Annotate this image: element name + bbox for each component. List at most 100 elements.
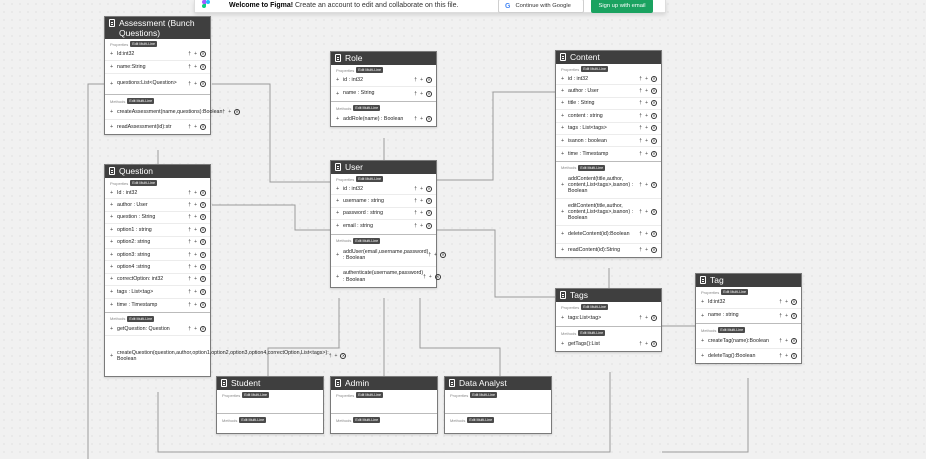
remove-icon[interactable]: ✕	[791, 299, 797, 305]
add-icon[interactable]: +	[420, 210, 423, 217]
pin-icon[interactable]: †	[188, 80, 192, 87]
method-row[interactable]: +addRole(name) : Boolean†+✕	[331, 112, 436, 126]
method-row[interactable]: +getQuestion: Question†+✕	[105, 323, 210, 336]
pin-icon[interactable]: †	[639, 112, 643, 119]
visibility-plus-icon[interactable]: +	[336, 77, 340, 83]
add-icon[interactable]: +	[194, 189, 197, 196]
pin-icon[interactable]: †	[414, 77, 418, 83]
pin-icon[interactable]: †	[414, 90, 418, 97]
remove-icon[interactable]: ✕	[200, 325, 206, 332]
add-icon[interactable]: +	[194, 51, 197, 57]
pin-icon[interactable]: †	[639, 208, 643, 215]
visibility-plus-icon[interactable]: +	[110, 202, 114, 209]
add-icon[interactable]: +	[194, 276, 197, 283]
remove-icon[interactable]: ✕	[426, 116, 432, 122]
visibility-plus-icon[interactable]: +	[110, 51, 114, 57]
property-row[interactable]: +tags:List<tag>†+✕	[556, 311, 661, 325]
visibility-plus-icon[interactable]: +	[561, 341, 565, 347]
property-row[interactable]: +questions:List<Question>†+✕	[105, 74, 210, 93]
remove-icon[interactable]: ✕	[791, 312, 797, 319]
add-icon[interactable]: +	[194, 325, 197, 332]
property-row[interactable]: +Id:int32†+✕	[105, 48, 210, 61]
visibility-plus-icon[interactable]: +	[110, 109, 114, 115]
add-icon[interactable]: +	[420, 77, 423, 83]
class-header-content[interactable]: Content	[556, 51, 661, 64]
remove-icon[interactable]: ✕	[200, 301, 206, 308]
property-row[interactable]: +password : string†+✕	[331, 208, 436, 221]
property-row[interactable]: +name : String†+✕	[331, 87, 436, 100]
remove-icon[interactable]: ✕	[651, 75, 657, 82]
pin-icon[interactable]: †	[428, 252, 432, 259]
add-icon[interactable]: +	[785, 353, 788, 359]
add-icon[interactable]: +	[645, 100, 648, 107]
visibility-plus-icon[interactable]: +	[561, 231, 565, 238]
property-row[interactable]: +author : User†+✕	[556, 85, 661, 98]
add-icon[interactable]: +	[645, 315, 648, 321]
pin-icon[interactable]: †	[639, 341, 643, 347]
add-icon[interactable]: +	[645, 112, 648, 119]
pin-icon[interactable]: †	[779, 353, 783, 359]
property-row[interactable]: +option2: string†+✕	[105, 237, 210, 249]
visibility-plus-icon[interactable]: +	[701, 338, 705, 344]
remove-icon[interactable]: ✕	[651, 315, 657, 321]
add-icon[interactable]: +	[645, 125, 648, 132]
property-row[interactable]: +title : String†+✕	[556, 98, 661, 111]
visibility-plus-icon[interactable]: +	[336, 252, 340, 259]
property-row[interactable]: +username : string†+✕	[331, 195, 436, 208]
add-icon[interactable]: +	[194, 124, 197, 130]
visibility-plus-icon[interactable]: +	[561, 315, 565, 321]
add-icon[interactable]: +	[420, 223, 423, 230]
remove-icon[interactable]: ✕	[200, 264, 206, 271]
remove-icon[interactable]: ✕	[651, 125, 657, 132]
pin-icon[interactable]: †	[639, 231, 643, 238]
class-header-user[interactable]: User	[331, 161, 436, 174]
property-row[interactable]: +time : Timestamp†+✕	[105, 299, 210, 311]
add-icon[interactable]: +	[785, 299, 788, 305]
edit-multi-line-chip[interactable]: Edit Multi-Line	[721, 289, 749, 295]
pin-icon[interactable]: †	[188, 276, 192, 283]
method-row[interactable]: +createTag(name):Boolean†+✕	[696, 334, 801, 349]
remove-icon[interactable]: ✕	[200, 189, 206, 196]
pin-icon[interactable]: †	[188, 64, 192, 70]
property-row[interactable]: +time : Timestamp†+✕	[556, 147, 661, 159]
pin-icon[interactable]: †	[188, 202, 192, 209]
add-icon[interactable]: +	[194, 251, 197, 258]
property-row[interactable]: +id : int32†+✕	[331, 74, 436, 87]
method-row[interactable]: +getTags():List†+✕	[556, 337, 661, 351]
add-icon[interactable]: +	[420, 185, 423, 192]
remove-icon[interactable]: ✕	[434, 273, 441, 280]
remove-icon[interactable]: ✕	[651, 231, 657, 238]
edit-multi-line-chip[interactable]: Edit Multi-Line	[356, 176, 384, 182]
remove-icon[interactable]: ✕	[440, 252, 447, 259]
add-icon[interactable]: +	[194, 80, 197, 87]
edit-multi-line-chip[interactable]: Edit Multi-Line	[353, 417, 381, 423]
edit-multi-line-chip[interactable]: Edit Multi-Line	[239, 417, 267, 423]
pin-icon[interactable]: †	[414, 210, 418, 217]
remove-icon[interactable]: ✕	[200, 276, 206, 283]
add-icon[interactable]: +	[194, 239, 197, 246]
add-icon[interactable]: +	[194, 288, 197, 295]
pin-icon[interactable]: †	[188, 51, 192, 57]
visibility-plus-icon[interactable]: +	[110, 264, 114, 271]
visibility-plus-icon[interactable]: +	[110, 80, 114, 87]
remove-icon[interactable]: ✕	[200, 251, 206, 258]
remove-icon[interactable]: ✕	[651, 208, 657, 215]
visibility-plus-icon[interactable]: +	[561, 150, 565, 157]
remove-icon[interactable]: ✕	[234, 109, 241, 115]
remove-icon[interactable]: ✕	[200, 124, 206, 130]
property-row[interactable]: +Id:int32†+✕	[696, 296, 801, 309]
class-header-role[interactable]: Role	[331, 52, 436, 65]
method-row[interactable]: +authenticate(username,password) : Boole…	[331, 267, 441, 287]
remove-icon[interactable]: ✕	[651, 341, 657, 347]
visibility-plus-icon[interactable]: +	[701, 299, 705, 305]
pin-icon[interactable]: †	[188, 251, 192, 258]
remove-icon[interactable]: ✕	[651, 100, 657, 107]
pin-icon[interactable]: †	[188, 124, 192, 130]
class-header-assessment[interactable]: Assessment (Bunch Questions)	[105, 17, 210, 39]
visibility-plus-icon[interactable]: +	[336, 116, 340, 122]
